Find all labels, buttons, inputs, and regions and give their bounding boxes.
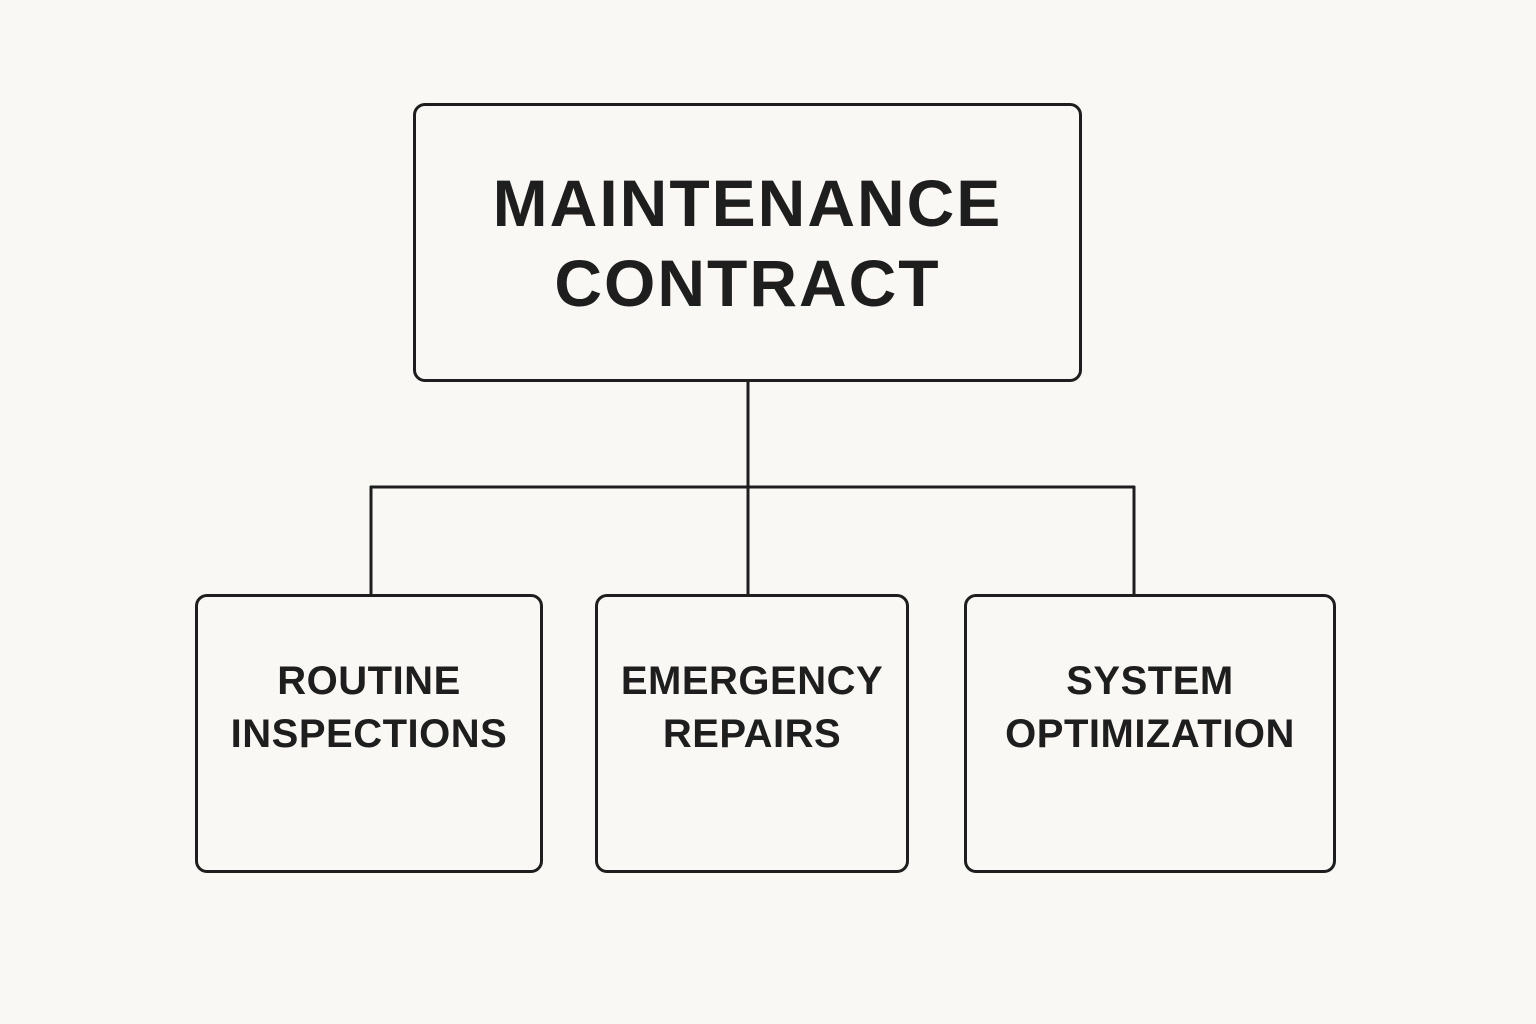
child-label-line-2: REPAIRS (662, 711, 842, 756)
root-label-line-1: MAINTENANCE (492, 165, 1003, 240)
child-node-system-optimization: SYSTEM OPTIMIZATION (964, 594, 1336, 873)
child-label-line-2: OPTIMIZATION (1005, 711, 1295, 756)
child-label-line-2: INSPECTIONS (230, 711, 508, 756)
root-label-line-2: CONTRACT (554, 245, 941, 320)
child-label-line-1: SYSTEM (1066, 658, 1234, 703)
child-label-line-1: ROUTINE (277, 658, 461, 703)
child-node-emergency-repairs: EMERGENCY REPAIRS (595, 594, 909, 873)
child-label-group: ROUTINE INSPECTIONS (231, 655, 508, 761)
root-node-maintenance-contract: MAINTENANCE CONTRACT (413, 103, 1082, 382)
child-label-group: SYSTEM OPTIMIZATION (1005, 655, 1295, 761)
child-label-line-1: EMERGENCY (620, 658, 884, 703)
child-label-group: EMERGENCY REPAIRS (621, 655, 883, 761)
child-node-routine-inspections: ROUTINE INSPECTIONS (195, 594, 543, 873)
